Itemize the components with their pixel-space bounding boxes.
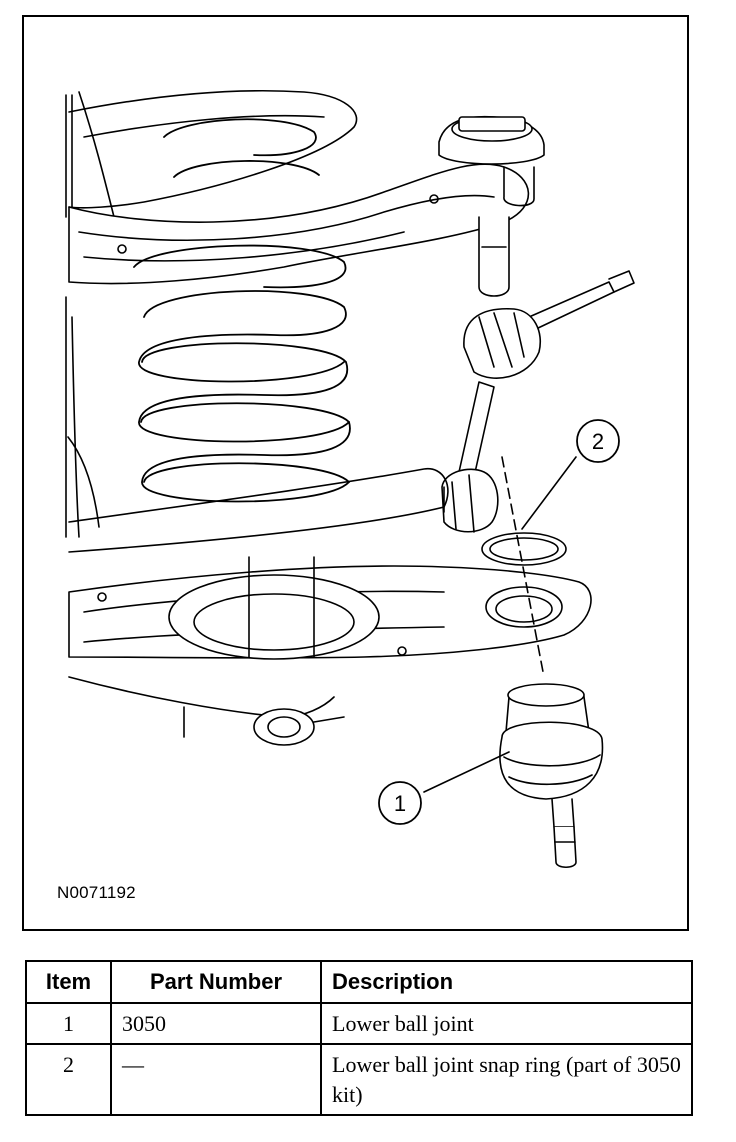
coil-spring — [133, 118, 351, 503]
lower-ball-joint — [499, 683, 604, 869]
parts-table: Item Part Number Description 1 3050 Lowe… — [25, 960, 693, 1116]
cell-item: 1 — [25, 1002, 112, 1045]
frame-rail-lines — [65, 91, 115, 538]
callout-2-label: 2 — [592, 429, 604, 454]
callout-2-leader — [521, 456, 577, 530]
stabilizer-link — [441, 270, 635, 533]
stabilizer-bar — [68, 468, 449, 553]
callout-1: 1 — [378, 781, 422, 825]
table-row: 2 — Lower ball joint snap ring (part of … — [25, 1043, 693, 1116]
header-part-number: Part Number — [110, 960, 322, 1004]
alignment-line — [501, 456, 545, 678]
lower-mount — [253, 708, 345, 746]
header-description: Description — [320, 960, 693, 1004]
cell-description: Lower ball joint — [320, 1002, 693, 1045]
illustration-frame: 2 1 N0071192 — [22, 15, 689, 931]
callout-1-leader — [423, 751, 510, 793]
cell-part-number: 3050 — [110, 1002, 322, 1045]
callout-2: 2 — [576, 419, 620, 463]
table-row: 1 3050 Lower ball joint — [25, 1002, 693, 1045]
upper-control-arm — [68, 89, 530, 285]
figure-id: N0071192 — [57, 883, 136, 902]
cell-description: Lower ball joint snap ring (part of 3050… — [320, 1043, 693, 1116]
header-item: Item — [25, 960, 112, 1004]
upper-ball-joint — [438, 115, 545, 297]
table-header-row: Item Part Number Description — [25, 960, 693, 1004]
suspension-illustration: 2 1 — [65, 89, 635, 869]
lower-control-arm — [68, 556, 592, 738]
snap-ring — [481, 532, 567, 566]
cell-item: 2 — [25, 1043, 112, 1116]
callout-1-label: 1 — [394, 791, 406, 816]
cell-part-number: — — [110, 1043, 322, 1116]
